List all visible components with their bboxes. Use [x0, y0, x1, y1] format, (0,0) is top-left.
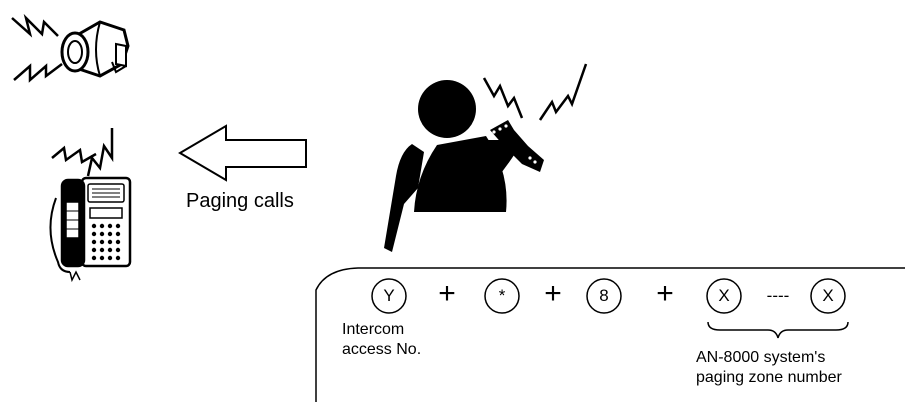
intercom-label-line2: access No.: [342, 340, 421, 360]
key-y-text: Y: [371, 278, 407, 314]
person-on-phone-icon: [384, 80, 544, 252]
key-8-text: 8: [586, 278, 622, 314]
zone-brace: [708, 322, 848, 338]
key-x-first-text: X: [706, 278, 742, 314]
intercom-access-label: Intercom access No.: [342, 320, 421, 360]
paging-calls-label: Paging calls: [186, 190, 294, 213]
left-arrow-icon: [180, 126, 306, 180]
zone-number-label: AN-8000 system's paging zone number: [696, 348, 842, 388]
key-x-last-text: X: [810, 278, 846, 314]
plus-sign-3: +: [647, 276, 683, 312]
plus-sign-2: +: [535, 276, 571, 312]
speaker-sound-waves-icon: [12, 18, 62, 80]
horn-speaker-icon: [62, 22, 128, 76]
zone-label-line2: paging zone number: [696, 368, 842, 388]
dashes-text: ----: [752, 278, 804, 314]
intercom-station-icon: [50, 178, 130, 280]
person-sound-waves-icon: [484, 64, 586, 120]
plus-sign-1: +: [429, 276, 465, 312]
key-star-text: *: [484, 278, 520, 314]
station-sound-waves-icon: [52, 128, 112, 176]
intercom-label-line1: Intercom: [342, 320, 421, 340]
zone-label-line1: AN-8000 system's: [696, 348, 842, 368]
